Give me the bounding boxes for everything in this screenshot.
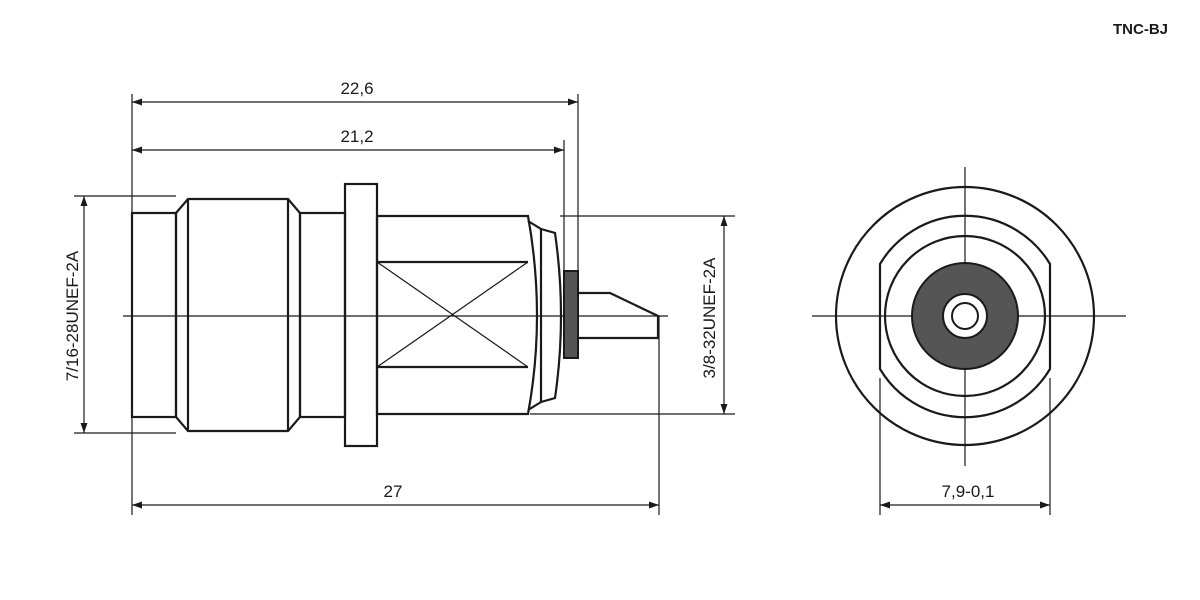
dim-overall-top: 22,6 [132,79,578,106]
dim-flat-width: 7,9-0,1 [879,378,1051,515]
end-chamfer [540,227,563,404]
flat-profile [878,214,1052,419]
dim-thread-right: 3/8-32UNEF-2A [700,216,728,414]
rear-hex-body [375,214,539,416]
dim-flat-width-label: 7,9-0,1 [942,482,995,501]
insulator [563,270,579,359]
dim-flange-length-label: 21,2 [340,127,373,146]
side-extension-lines [74,94,735,515]
drawing-title: TNC-BJ [1113,21,1168,38]
dim-overall-top-label: 22,6 [340,79,373,98]
dim-thread-right-label: 3/8-32UNEF-2A [700,257,719,379]
nut-front [130,211,178,419]
dim-flange-length: 21,2 [132,127,564,154]
outer-circle [834,185,1096,447]
neck [298,211,347,419]
side-view [123,182,668,448]
hex-nut [174,197,302,433]
contact-pin [578,291,660,340]
flange [343,182,379,448]
end-collar [527,220,543,411]
dim-overall-length-label: 27 [384,482,403,501]
inner-circle [883,234,1047,398]
dim-thread-left-label: 7/16-28UNEF-2A [63,250,82,381]
rear-hex-cross-b [376,261,529,368]
contact-center [951,302,979,330]
dim-thread-left: 7/16-28UNEF-2A [63,196,88,433]
front-view [812,167,1126,466]
dim-overall-length: 27 [132,482,659,509]
